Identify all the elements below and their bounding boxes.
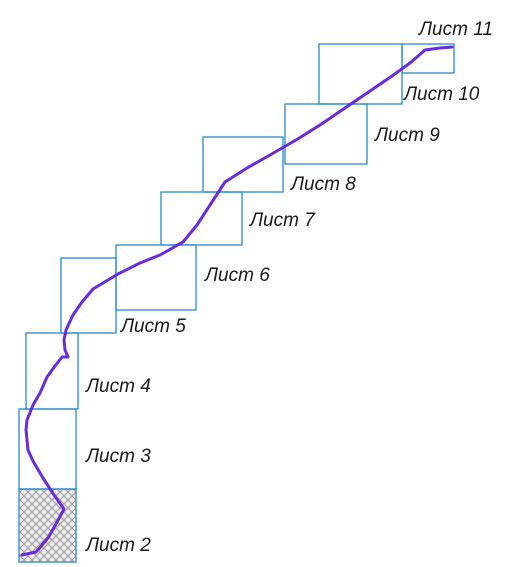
- sheet-11-frame: [401, 43, 455, 74]
- sheet-4-label: Лист 4: [84, 376, 151, 397]
- sheet-11-label: Лист 11: [417, 19, 493, 40]
- sheet-2-label: Лист 2: [84, 535, 151, 556]
- sheet-8-label: Лист 8: [289, 174, 356, 195]
- sheet-9-frame: [284, 103, 368, 165]
- sheet-10-frame: [318, 43, 403, 105]
- sheet-6-label: Лист 6: [203, 265, 270, 286]
- sheet-7-frame: [160, 191, 243, 246]
- sheet-6-frame: [115, 244, 197, 311]
- sheet-10-label: Лист 10: [402, 84, 480, 105]
- sheet-2-frame: [18, 488, 77, 563]
- sheet-4-frame: [25, 332, 79, 410]
- sheet-9-label: Лист 9: [373, 125, 440, 146]
- route-line: [20, 45, 454, 557]
- sheet-5-label: Лист 5: [119, 316, 186, 337]
- sheet-3-label: Лист 3: [84, 446, 151, 467]
- sheet-7-label: Лист 7: [248, 210, 316, 231]
- sheet-8-frame: [202, 136, 284, 193]
